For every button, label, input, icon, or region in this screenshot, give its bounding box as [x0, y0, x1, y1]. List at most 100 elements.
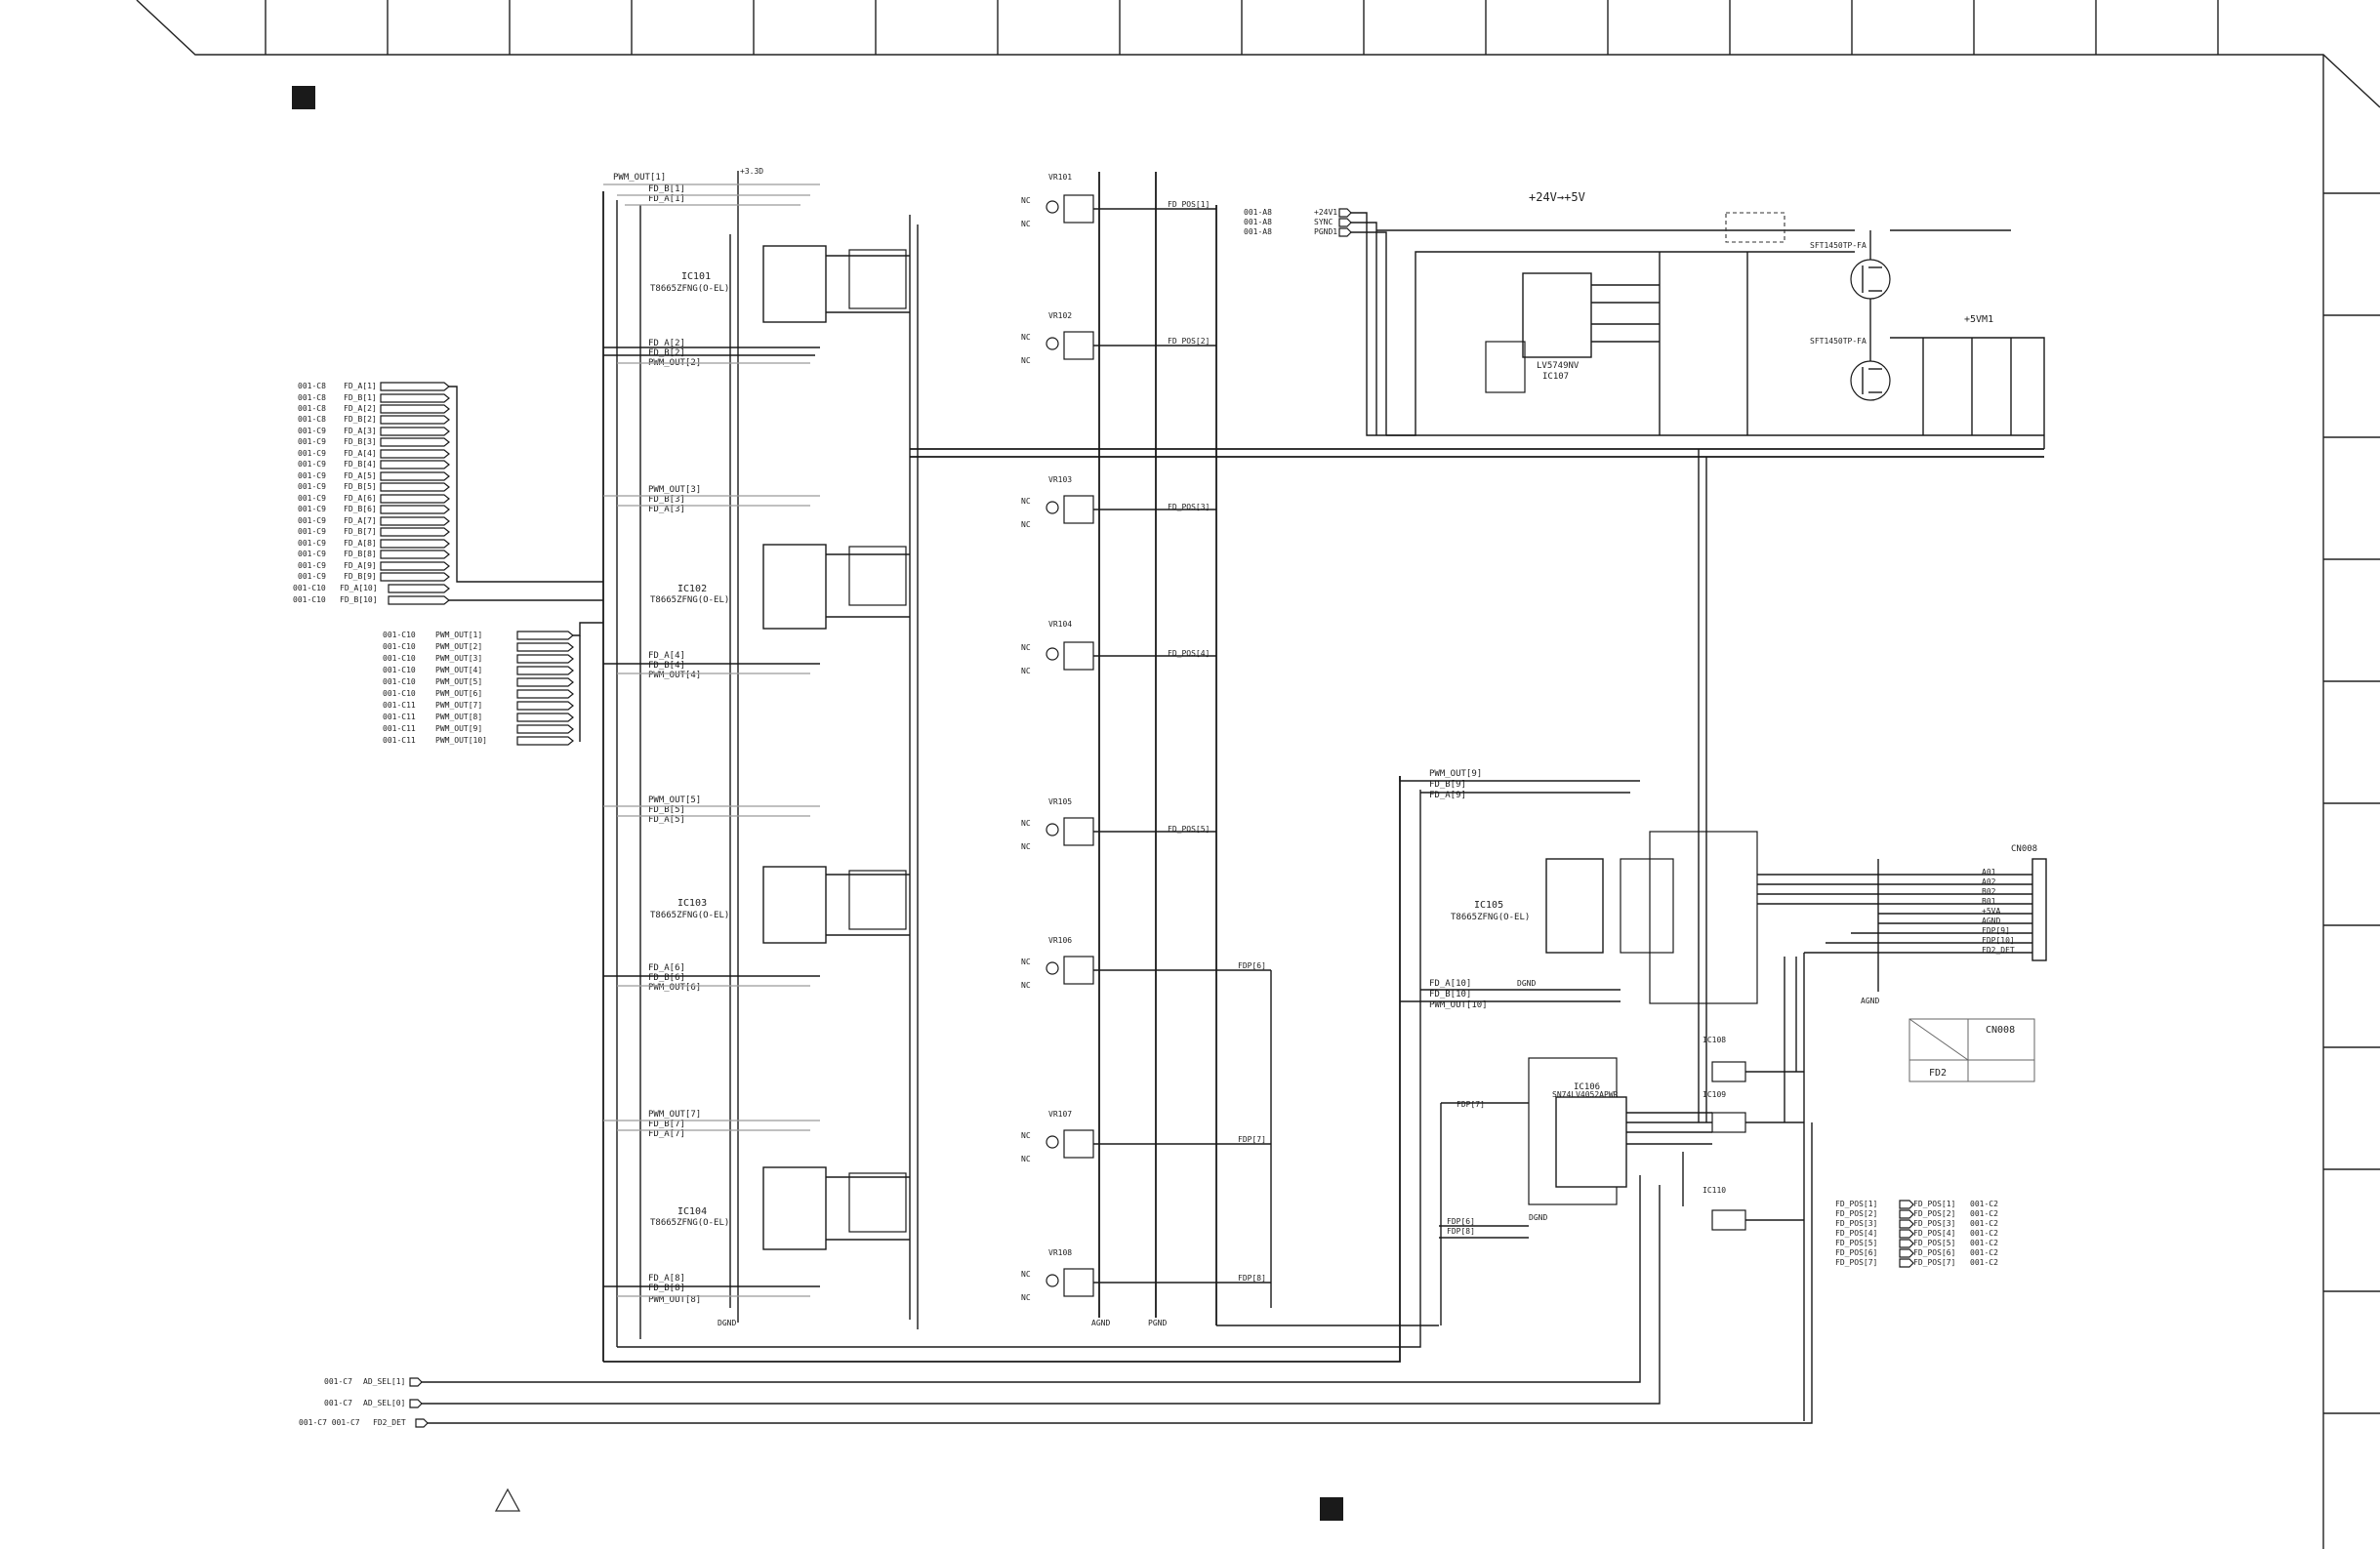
svg-text:001-C9: 001-C9: [298, 471, 326, 480]
svg-text:IC108: IC108: [1703, 1036, 1726, 1044]
ic101-body: [762, 245, 827, 323]
svg-text:PWM_OUT[5]: PWM_OUT[5]: [648, 795, 701, 805]
fd-pos-port: FD_POS[3]FD_POS[3]001-C2: [1835, 1219, 1998, 1229]
top-ruler-ticks: [265, 0, 2219, 55]
analog-switch: IC110: [1703, 1186, 1746, 1231]
svg-text:001-C9: 001-C9: [298, 572, 326, 581]
driver-ic-block: PWM_OUT[5]FD_B[5]FD_A[5] IC103 T8665ZFNG…: [603, 795, 910, 993]
svg-text:FD_A[4]: FD_A[4]: [648, 651, 685, 661]
fd-port-label: FD_B[8]: [344, 550, 377, 558]
svg-text:001-C10: 001-C10: [293, 595, 326, 604]
svg-text:FD_A[7]: FD_A[7]: [648, 1129, 685, 1139]
svg-text:001-A8: 001-A8: [1244, 218, 1272, 226]
ic-name: IC105: [1474, 900, 1503, 911]
svg-text:PWM_OUT[5]: PWM_OUT[5]: [435, 677, 482, 686]
svg-text:FD_A[9]: FD_A[9]: [1429, 791, 1466, 800]
fet-1: SFT1450TP-FA: [1810, 241, 1891, 300]
svg-text:FD_POS[5]: FD_POS[5]: [1835, 1239, 1877, 1247]
svg-text:VR106: VR106: [1048, 936, 1072, 945]
svg-text:001-C8: 001-C8: [298, 404, 326, 413]
svg-text:CN008: CN008: [2011, 844, 2037, 854]
svg-text:001-C9: 001-C9: [298, 550, 326, 558]
svg-text:FD_A[2]: FD_A[2]: [648, 339, 685, 348]
svg-text:FD_B[7]: FD_B[7]: [648, 1120, 685, 1129]
black-square-marker: [292, 86, 315, 109]
cn008-connector: CN008 A01 A02 B02 B01 +5VA AGND FDP[9] F…: [1982, 844, 2047, 961]
svg-text:NC: NC: [1021, 520, 1031, 529]
svg-text:001-C9: 001-C9: [298, 516, 326, 525]
fd-port-label: FD_A[6]: [344, 494, 377, 503]
svg-text:PWM_OUT[7]: PWM_OUT[7]: [435, 701, 482, 710]
svg-text:FD_A[6]: FD_A[6]: [648, 963, 685, 973]
svg-text:PWM_OUT[6]: PWM_OUT[6]: [435, 689, 482, 698]
driver-ic-column: PWM_OUT[1] FD_B[1]FD_A[1] IC101 T8665ZFN…: [603, 167, 910, 1327]
svg-text:001-C10: 001-C10: [293, 584, 326, 592]
svg-text:VR104: VR104: [1048, 620, 1072, 629]
svg-text:PWM_OUT[4]: PWM_OUT[4]: [435, 666, 482, 674]
svg-text:001-C2: 001-C2: [1970, 1209, 1998, 1218]
svg-text:VR101: VR101: [1048, 173, 1072, 182]
svg-text:FD_B[4]: FD_B[4]: [648, 661, 685, 671]
svg-text:PWM_OUT[9]: PWM_OUT[9]: [1429, 769, 1482, 779]
svg-text:FD_POS[7]: FD_POS[7]: [1913, 1258, 1955, 1267]
ic-name: IC104: [677, 1206, 707, 1217]
svg-text:FDP[8]: FDP[8]: [1238, 1274, 1266, 1283]
fd-port-label: FD_B[5]: [344, 482, 377, 491]
svg-text:FD_B[9]: FD_B[9]: [1429, 780, 1466, 790]
ic-name: IC103: [677, 898, 707, 909]
sheet-frame: [136, 0, 2380, 1549]
svg-text:NC: NC: [1021, 1293, 1031, 1302]
fd-port-label: FD_B[7]: [344, 527, 377, 536]
svg-text:NC: NC: [1021, 667, 1031, 675]
svg-text:001-C2: 001-C2: [1970, 1200, 1998, 1208]
svg-text:FD_POS[6]: FD_POS[6]: [1913, 1248, 1955, 1257]
svg-text:PWM_OUT[10]: PWM_OUT[10]: [435, 736, 487, 745]
svg-text:VR107: VR107: [1048, 1110, 1072, 1119]
ic107-body: [1522, 272, 1592, 358]
fd-port-label: FD_A[5]: [344, 471, 377, 480]
svg-text:FD2_DET: FD2_DET: [373, 1418, 406, 1427]
fd-port-label: FD_B[6]: [344, 505, 377, 513]
svg-text:SFT1450TP-FA: SFT1450TP-FA: [1810, 337, 1867, 346]
analog-switch: IC109: [1703, 1090, 1746, 1133]
svg-text:FDP[6]: FDP[6]: [1447, 1217, 1475, 1226]
svg-text:FD_A[10]: FD_A[10]: [1429, 979, 1471, 989]
driver-ic-block: PWM_OUT[1] FD_B[1]FD_A[1] IC101 T8665ZFN…: [603, 167, 910, 368]
title-table-top: CN008: [1986, 1025, 2015, 1036]
main-bus: [602, 171, 2044, 1363]
ic-part: LV5749NV: [1537, 361, 1580, 371]
svg-text:NC: NC: [1021, 958, 1031, 966]
svg-text:001-C9: 001-C9: [298, 449, 326, 458]
svg-text:001-C2: 001-C2: [1970, 1229, 1998, 1238]
svg-text:001-C10: 001-C10: [383, 677, 416, 686]
driver-ic-block: PWM_OUT[3]FD_B[3]FD_A[3] IC102 T8665ZFNG…: [603, 485, 910, 680]
svg-text:FD_A[8]: FD_A[8]: [648, 1274, 685, 1284]
svg-text:FD2_DET: FD2_DET: [1982, 946, 2015, 955]
power-title: +24V→+5V: [1529, 190, 1585, 204]
fd-port-label: FD_A[3]: [344, 427, 377, 435]
pwm-label: PWM_OUT[1]: [613, 173, 666, 183]
svg-text:+3.3D: +3.3D: [740, 167, 763, 176]
fd-port-label: FD_B[10]: [340, 595, 378, 604]
ic104-body: [762, 1166, 827, 1250]
vm-label: +5VM1: [1964, 314, 1993, 325]
ic102-body: [762, 544, 827, 630]
